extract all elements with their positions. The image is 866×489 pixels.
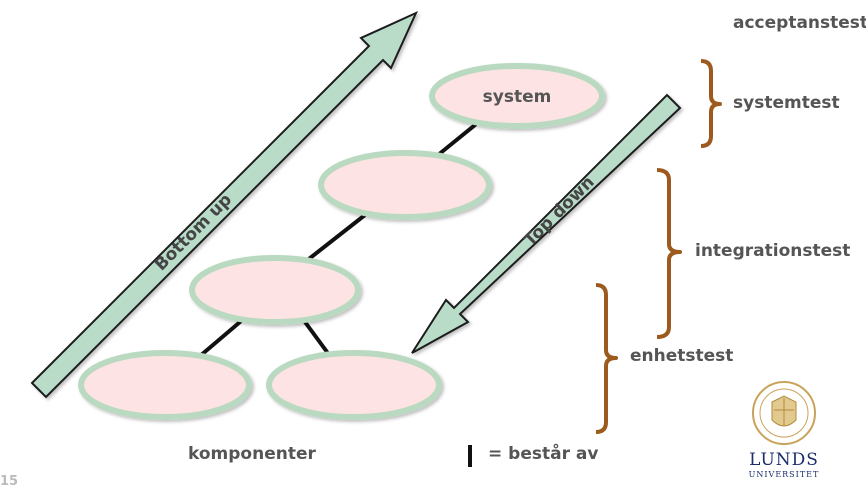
slide-number: 15 [0, 474, 19, 489]
connector-lower-left [198, 320, 242, 358]
node-component-right [266, 350, 442, 420]
legend-label: = består av [488, 444, 599, 464]
connector-lower-right [303, 320, 332, 358]
integration-test-label: integrationstest [695, 241, 851, 261]
node-integration-lower [189, 255, 361, 325]
tree-nodes [78, 63, 605, 420]
components-label: komponenter [188, 444, 316, 464]
university-seal-icon [752, 381, 816, 445]
unit-test-label: enhetstest [630, 346, 734, 366]
tree-connectors [198, 123, 477, 358]
top-down-arrow: Top down [411, 93, 682, 354]
logo-name-line2: UNIVERSITET [748, 470, 820, 479]
logo-name-line1: LUNDS [749, 450, 819, 470]
system-test-label: systemtest [733, 93, 840, 113]
node-system [429, 63, 605, 129]
bracket-integrationstest [656, 168, 682, 339]
node-integration-middle [318, 150, 492, 220]
top-down-label: Top down [520, 172, 598, 250]
bracket-enhetstest [595, 283, 618, 434]
bracket-systemtest [700, 59, 722, 148]
level-brackets [595, 59, 722, 434]
acceptance-test-label: acceptanstest [733, 13, 866, 33]
connector-system-middle [436, 123, 477, 157]
node-component-left [78, 350, 252, 420]
connector-middle-lower [303, 213, 367, 264]
node-system-label: system [483, 87, 552, 107]
